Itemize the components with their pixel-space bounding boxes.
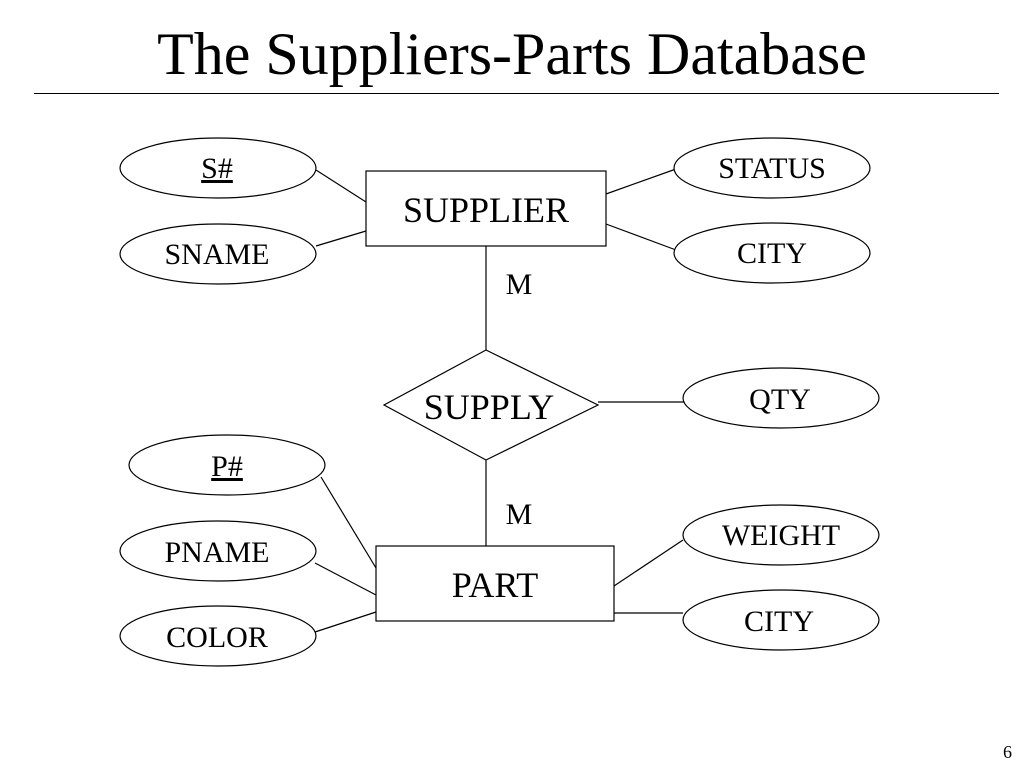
cardinality-part-m: M <box>506 498 533 531</box>
attr-supplier-city-label: CITY <box>737 237 807 270</box>
attr-sname-oval <box>119 223 317 285</box>
connector-weight-part <box>613 539 684 587</box>
attr-pno-oval <box>128 434 326 496</box>
cardinality-supplier-m: M <box>506 268 533 301</box>
title-divider <box>34 93 999 94</box>
attr-pname-oval <box>119 520 317 582</box>
attr-pname-label: PNAME <box>164 536 269 569</box>
attr-part-city-oval <box>682 589 880 651</box>
attr-pno-label: P# <box>211 450 243 483</box>
attr-color-label: COLOR <box>166 621 268 654</box>
attr-status-oval <box>673 137 871 199</box>
relationship-supply-diamond <box>382 349 600 461</box>
attr-part-city-label: CITY <box>744 605 814 638</box>
connector-sname-supplier <box>315 230 367 247</box>
entity-supplier-label: SUPPLIER <box>403 190 569 230</box>
attr-sno-oval <box>119 137 317 199</box>
connector-color-part <box>314 611 377 633</box>
attr-weight-label: WEIGHT <box>722 519 840 552</box>
connector-status-supplier <box>605 168 677 195</box>
attr-supplier-city-oval <box>673 222 871 284</box>
attr-sname-label: SNAME <box>164 238 269 271</box>
entity-part-label: PART <box>452 565 539 605</box>
attr-qty-oval <box>682 367 880 429</box>
attr-status-label: STATUS <box>718 152 826 185</box>
connector-city-supplier <box>605 223 677 251</box>
slide-title: The Suppliers-Parts Database <box>157 21 867 87</box>
connector-sno-supplier <box>315 169 367 203</box>
attr-weight-oval <box>682 504 880 566</box>
attr-sno-label: S# <box>201 152 233 185</box>
connector-pno-part <box>320 476 377 569</box>
attr-qty-label: QTY <box>749 383 811 416</box>
relationship-supply-label: SUPPLY <box>424 387 554 427</box>
entity-supplier-box <box>365 170 607 247</box>
attr-color-oval <box>119 605 317 667</box>
page-number: 6 <box>1003 742 1012 762</box>
entity-part-box <box>375 545 615 622</box>
connector-pname-part <box>314 562 377 596</box>
